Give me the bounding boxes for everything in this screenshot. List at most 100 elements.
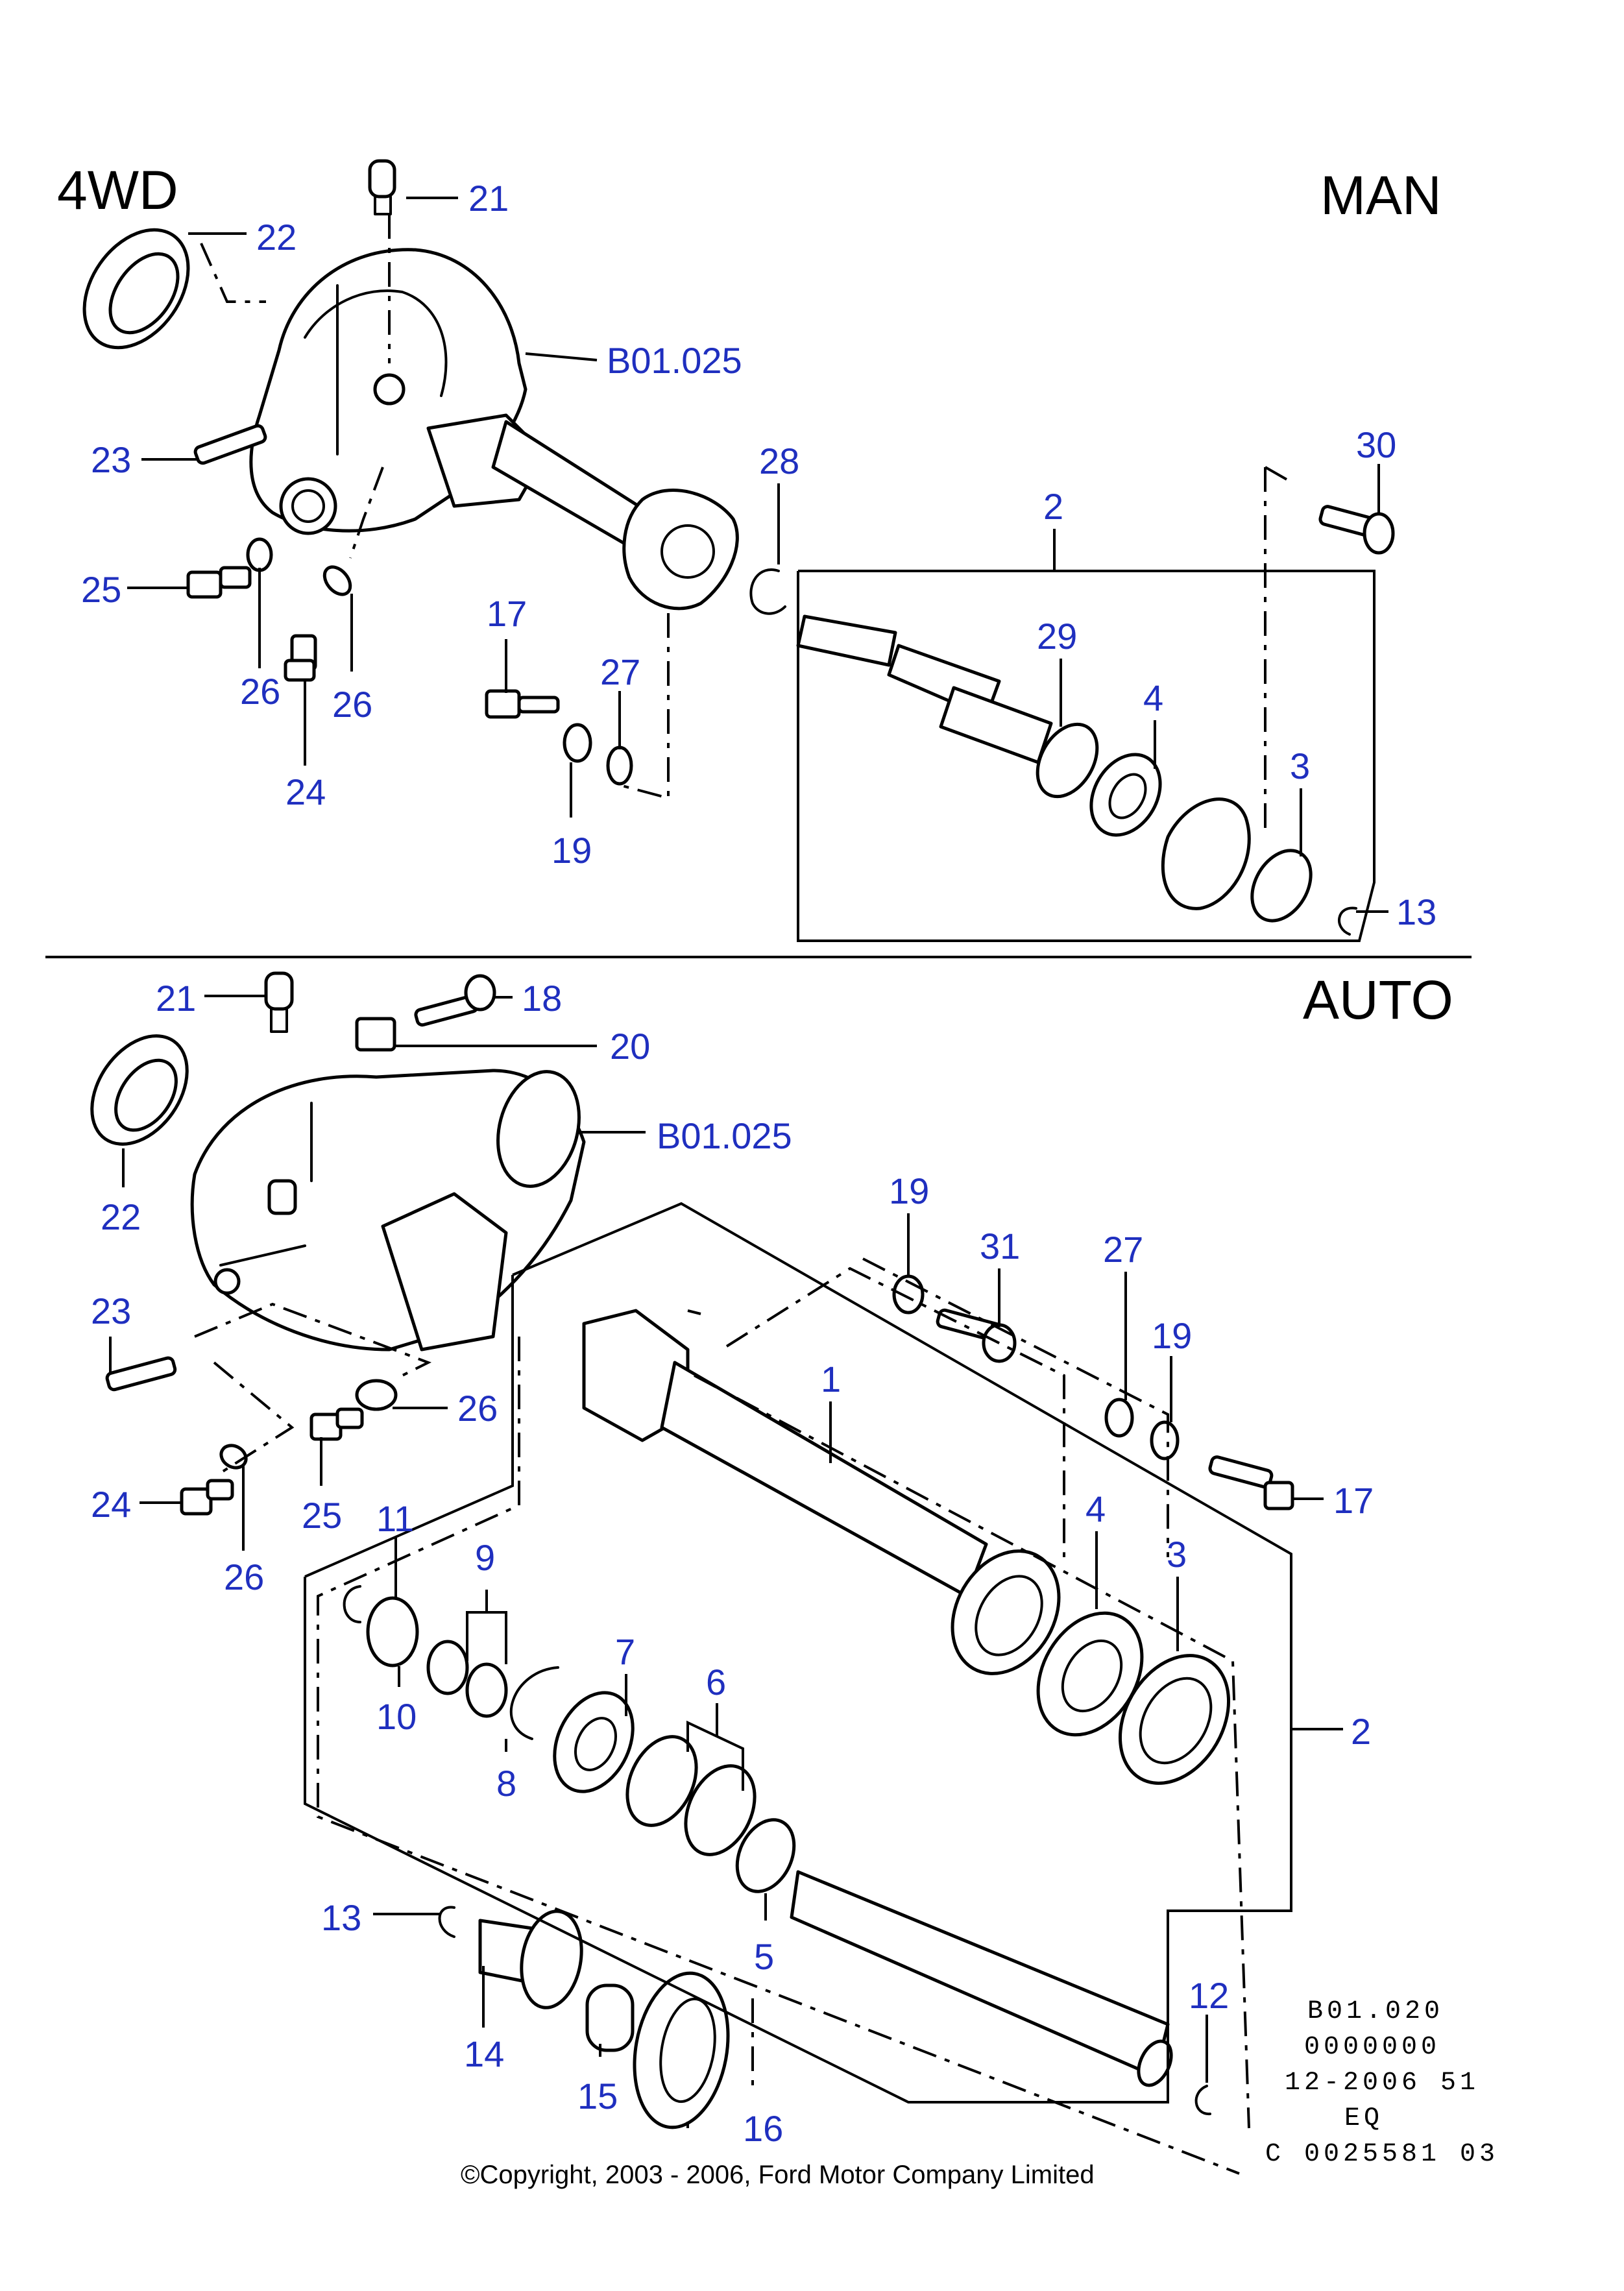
callout-2: 2: [1043, 486, 1063, 527]
callout-1: 1: [821, 1359, 841, 1400]
washer-part: [246, 537, 273, 572]
oil-seal-part: [82, 228, 190, 350]
shaft-housing-part: [582, 1309, 1061, 1675]
callout-housing-ref: B01.025: [657, 1115, 792, 1156]
callout-7: 7: [615, 1631, 635, 1672]
callout-23: 23: [91, 439, 131, 480]
callout-21: 21: [156, 978, 196, 1019]
seal-part: [1118, 1654, 1231, 1785]
callout-26-a: 26: [457, 1388, 498, 1429]
retainer-plate-part: [1161, 797, 1251, 910]
axle-housing-part: [190, 1069, 586, 1352]
callout-housing-ref: B01.025: [607, 340, 742, 381]
callout-16: 16: [743, 2108, 783, 2149]
callout-19-a: 19: [889, 1170, 929, 1211]
callout-9: 9: [475, 1537, 495, 1578]
callout-24: 24: [285, 771, 326, 812]
callout-3: 3: [1167, 1534, 1187, 1575]
man-section: 21 22 B01.025 23 25 26 26 24 17 27 19 28…: [81, 159, 1436, 942]
axle-housing-part: [249, 248, 739, 611]
shim-ring-part: [625, 1735, 698, 1827]
callout-13: 13: [321, 1897, 361, 1938]
reference-block: B01.020 0000000 12-2006 51 EQ C 0025581 …: [1265, 1997, 1499, 2169]
callout-14: 14: [464, 2033, 504, 2074]
callout-31: 31: [980, 1226, 1020, 1267]
copyright-notice: ©Copyright, 2003 - 2006, Ford Motor Comp…: [461, 2161, 1095, 2189]
callout-3: 3: [1290, 745, 1310, 786]
callout-23: 23: [91, 1291, 131, 1331]
callout-6: 6: [706, 1662, 726, 1703]
callout-21: 21: [468, 178, 509, 219]
bearing-part: [553, 1691, 635, 1793]
bolt-part: [186, 566, 252, 599]
reference-line-3: 12-2006 51: [1285, 2068, 1479, 2098]
hub-part: [633, 1971, 730, 2129]
spacer-ring-part: [426, 1640, 469, 1695]
stud-part: [193, 424, 267, 465]
reference-line-1: B01.020: [1307, 1997, 1444, 2026]
callout-4: 4: [1085, 1488, 1106, 1529]
callout-24: 24: [91, 1484, 131, 1525]
callout-19-b: 19: [1152, 1315, 1192, 1356]
seal-part: [735, 1818, 796, 1893]
callout-11: 11: [376, 1498, 414, 1539]
callout-27: 27: [1103, 1229, 1143, 1270]
clip-part: [355, 1017, 396, 1052]
auto-section: 21 18 20 B01.025 22 23 26 24 25 26 19 31…: [90, 971, 1374, 2175]
washer-part: [606, 745, 633, 786]
bolt-part: [1318, 505, 1395, 555]
reference-line-4: EQ: [1344, 2104, 1383, 2133]
callout-18: 18: [522, 978, 562, 1019]
bolt-part: [485, 689, 560, 719]
shim-ring-part: [684, 1764, 757, 1856]
gear-part: [366, 1596, 419, 1667]
callout-25: 25: [302, 1495, 342, 1536]
needle-bearing-part: [585, 1983, 635, 2052]
callout-13: 13: [1396, 891, 1436, 932]
callout-26-a: 26: [240, 671, 280, 712]
callout-12: 12: [1189, 1975, 1229, 2016]
callout-15: 15: [577, 2076, 618, 2116]
bolt-part: [309, 1407, 364, 1441]
reference-line-2: 0000000: [1304, 2033, 1440, 2062]
callout-26-b: 26: [224, 1557, 264, 1597]
callout-19: 19: [551, 830, 592, 871]
callout-30: 30: [1356, 424, 1396, 465]
callout-22: 22: [256, 217, 297, 258]
callout-25: 25: [81, 569, 121, 610]
reference-line-5: C 0025581 03: [1265, 2140, 1499, 2169]
callout-28: 28: [759, 441, 799, 481]
ring-part: [1036, 722, 1099, 799]
spacer-ring-part: [465, 1662, 508, 1718]
bolt-part: [284, 634, 317, 682]
drive-shaft-part: [796, 614, 1053, 764]
section-label-man: MAN: [1320, 165, 1442, 226]
stud-part: [105, 1356, 177, 1392]
section-label-4wd: 4WD: [57, 160, 178, 221]
callout-4: 4: [1143, 677, 1163, 718]
callout-29: 29: [1037, 616, 1077, 657]
callout-27: 27: [600, 651, 640, 692]
drive-gear-part: [478, 1909, 583, 2009]
callout-26-b: 26: [332, 684, 372, 725]
callout-2: 2: [1351, 1711, 1371, 1752]
callout-17: 17: [487, 593, 527, 634]
seal-part: [1250, 849, 1313, 923]
output-shaft-part: [790, 1870, 1170, 2078]
clip-part: [1338, 906, 1357, 936]
callout-17: 17: [1333, 1480, 1374, 1521]
bolt-part: [414, 974, 496, 1027]
washer-part: [1104, 1398, 1134, 1438]
callout-8: 8: [496, 1763, 516, 1804]
snap-ring-part: [343, 1585, 361, 1623]
callout-22: 22: [101, 1196, 141, 1237]
callout-20: 20: [610, 1026, 650, 1067]
washer-part: [355, 1379, 398, 1411]
callout-10: 10: [376, 1696, 417, 1737]
snap-ring-part: [749, 568, 786, 615]
bolt-part: [1208, 1455, 1294, 1510]
breather-bolt-part: [264, 971, 294, 1033]
circlip-part: [510, 1666, 559, 1740]
clip-part: [1194, 2085, 1211, 2116]
